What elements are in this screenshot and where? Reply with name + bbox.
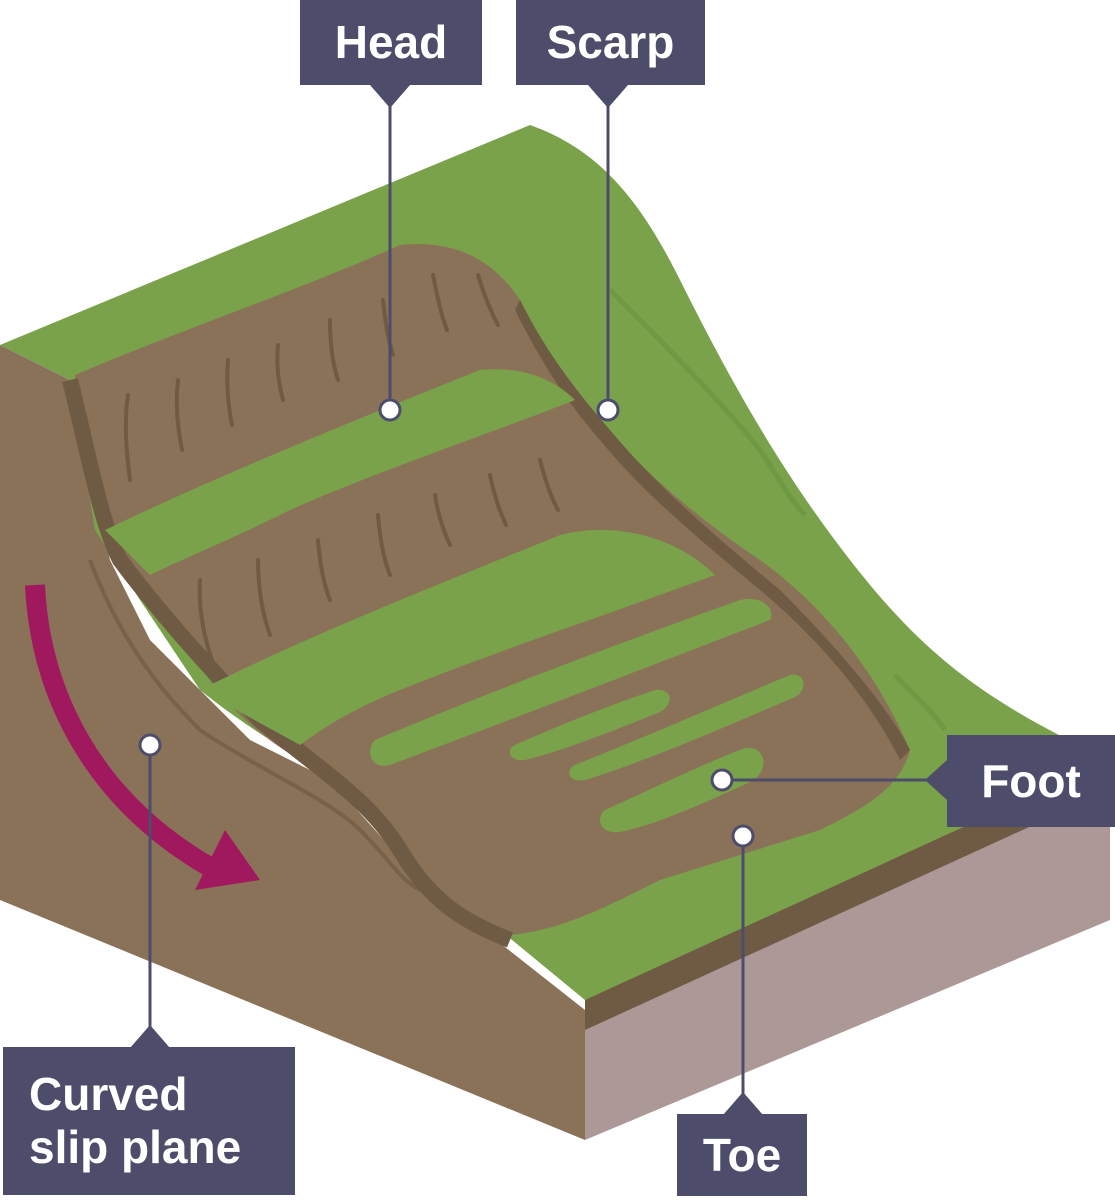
earth-front-face [0,345,585,1140]
movement-arrow-icon [25,584,220,879]
grass-strip-3 [569,674,804,781]
scarp-label: Scarp [516,0,705,85]
slip-plane-label: Curved slip plane [3,1047,295,1195]
scarp-dot [596,398,620,422]
grass-strip-2 [509,689,670,761]
slip-plane-label-line2: slip plane [29,1121,242,1173]
movement-arrow-head [195,830,260,890]
pointer-dots [138,398,755,848]
foot-dot [710,768,734,792]
slip-plane-label-line1: Curved [29,1068,188,1121]
pointer-lines [148,100,930,1100]
grass-strip-1 [370,599,772,766]
head-crack-marks [123,273,560,662]
slip-plane-dot [138,733,162,757]
head-label: Head [300,0,482,85]
bedrock-face [585,770,1110,1140]
foot-label: Foot [947,735,1115,827]
head-dot [378,398,402,422]
toe-dot [731,824,755,848]
slip-plane-thin-curve [88,559,421,892]
grass-terrace-upper [105,369,575,575]
grass-terrace-middle [200,529,715,745]
grass-texture-line-2 [893,673,948,732]
grass-texture-line [608,288,807,517]
pointer-tabs [130,85,947,1115]
toe-label: Toe [677,1114,807,1196]
soil-edge-strip [585,760,1110,1030]
